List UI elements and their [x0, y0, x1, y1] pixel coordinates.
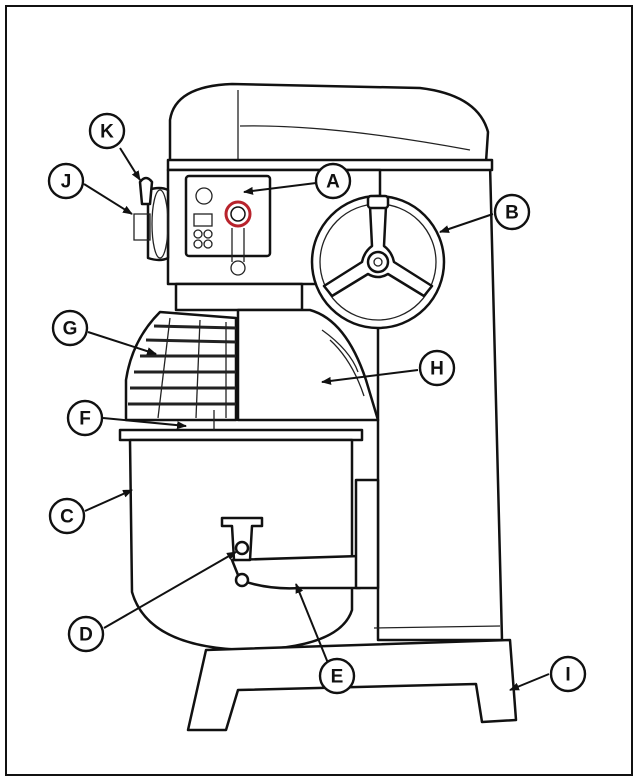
callout-circle: [66, 399, 104, 437]
callout-circle: [418, 349, 456, 387]
callout-b: B: [493, 193, 531, 231]
callout-labels: A B C D E F G H I J K: [47, 112, 587, 695]
callout-e: E: [318, 657, 356, 695]
callout-letter: E: [331, 667, 344, 688]
callout-j: J: [47, 162, 85, 200]
bowl-clamp: [220, 516, 264, 562]
bowl-guard-cover: [236, 308, 380, 422]
callout-g: G: [51, 309, 89, 347]
callout-letter: H: [430, 359, 444, 380]
callout-leaders: [83, 147, 550, 691]
callout-circle: [48, 497, 86, 535]
callout-d: D: [67, 615, 105, 653]
control-panel: [184, 174, 272, 258]
callout-letter: A: [326, 172, 340, 193]
speed-switch: [224, 200, 252, 228]
bowl-rim: [118, 428, 364, 442]
callout-letter: D: [79, 625, 93, 646]
callout-circle: [88, 112, 126, 150]
callout-circle: [314, 162, 352, 200]
callout-circle: [51, 309, 89, 347]
callout-k: K: [88, 112, 126, 150]
callout-letter: G: [63, 319, 78, 340]
callout-circle: [549, 655, 587, 693]
callout-letter: F: [79, 409, 91, 430]
callout-letter: C: [60, 507, 74, 528]
callout-letter: J: [61, 172, 72, 193]
callout-a: A: [314, 162, 352, 200]
callout-circle: [67, 615, 105, 653]
thumbscrew: [138, 176, 154, 206]
callout-h: H: [418, 349, 456, 387]
bowl-arm: [230, 554, 362, 590]
callout-letter: I: [565, 665, 570, 686]
callout-circle: [493, 193, 531, 231]
callout-f: F: [66, 399, 104, 437]
mixer-head-top: [168, 82, 490, 164]
callout-circle: [318, 657, 356, 695]
callout-letter: K: [100, 122, 114, 143]
callout-i: I: [549, 655, 587, 693]
callout-letter: B: [505, 203, 519, 224]
callout-circle: [47, 162, 85, 200]
planetary-neck: [174, 282, 304, 312]
callout-c: C: [48, 497, 86, 535]
wire-guard: [124, 310, 238, 422]
